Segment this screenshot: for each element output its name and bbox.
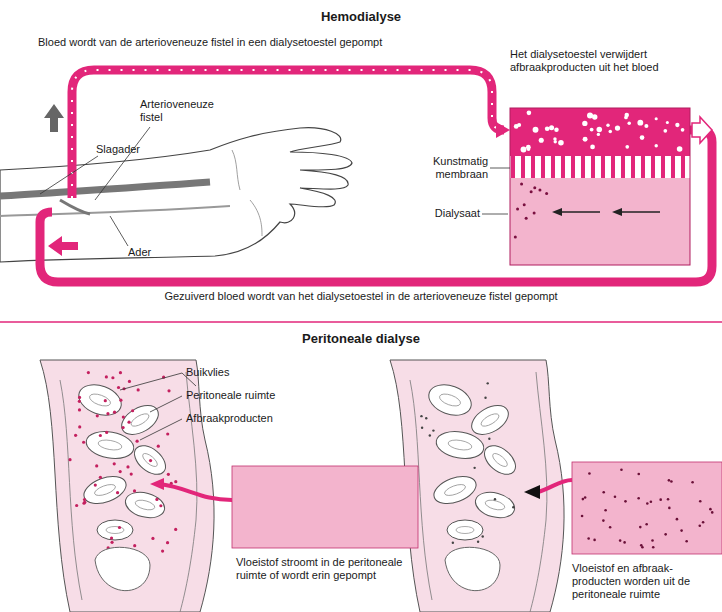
catheter <box>538 480 572 492</box>
leader-lines <box>120 373 196 440</box>
section-heading: Hemodialyse <box>0 10 722 23</box>
label: Afbraakproducten <box>186 412 306 425</box>
artery <box>0 182 210 196</box>
label: Ader <box>128 246 178 259</box>
arm <box>0 128 352 262</box>
label: Dialysaat <box>400 207 480 220</box>
dialysis-machine-box: Het dialysetoestel verwijdert afbraakpro… <box>510 108 690 265</box>
fluid-bag <box>572 462 722 554</box>
leader-lines <box>40 127 510 246</box>
section-heading: Peritoneale dialyse <box>0 332 722 345</box>
label: Arterioveneuze fistel <box>140 98 232 124</box>
box-caption: Vloeistof stroomt in de peritoneale ruim… <box>236 556 414 582</box>
fluid-bag <box>232 466 418 548</box>
box-caption: Het dialysetoestel verwijdert afbraakpro… <box>510 48 715 74</box>
label: Buikvlies <box>186 366 306 379</box>
label: Slagader <box>96 143 166 156</box>
label: Peritoneale ruimte <box>186 389 306 402</box>
blood-tube <box>40 70 712 282</box>
fluid-bag-box: Vloeistof en afbraak- producten worden u… <box>572 462 722 554</box>
box-caption: Vloeistof en afbraak- producten worden u… <box>572 562 717 601</box>
label: Bloed wordt van de arterioveneuze fistel… <box>38 36 478 49</box>
label: Gezuiverd bloed wordt van het dialysetoe… <box>0 290 722 303</box>
fluid-bag-box: Vloeistof stroomt in de peritoneale ruim… <box>232 466 418 548</box>
vein <box>0 206 230 216</box>
section-divider <box>0 321 722 323</box>
fistula <box>60 200 90 214</box>
catheter <box>160 484 232 500</box>
label: Kunstmatig membraan <box>400 155 488 181</box>
dialysis-machine <box>510 108 690 265</box>
